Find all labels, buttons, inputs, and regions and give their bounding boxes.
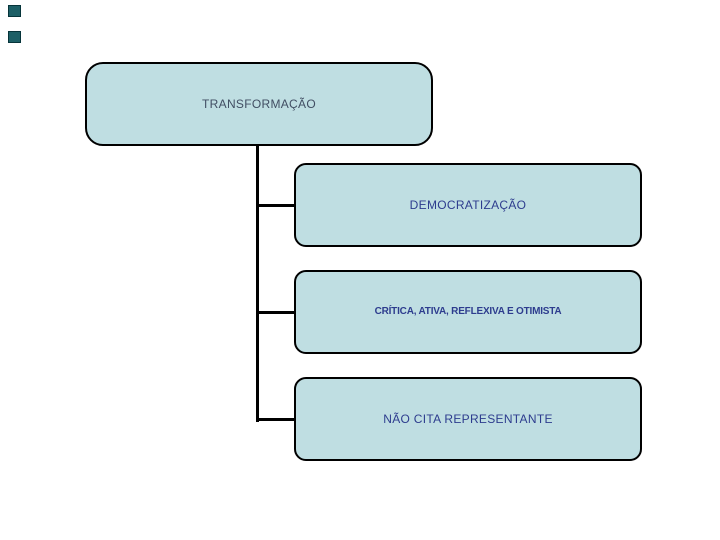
node-child-democratizacao: DEMOCRATIZAÇÃO: [294, 163, 642, 247]
node-child-nao-cita: NÃO CITA REPRESENTANTE: [294, 377, 642, 461]
node-child-critica: CRÍTICA, ATIVA, REFLEXIVA E OTIMISTA: [294, 270, 642, 354]
decorative-square-top: [8, 5, 21, 17]
connector-vertical-line: [256, 146, 259, 422]
connector-stub-1: [258, 204, 294, 207]
decorative-square-bottom: [8, 31, 21, 43]
node-child-label: CRÍTICA, ATIVA, REFLEXIVA E OTIMISTA: [374, 306, 562, 317]
connector-stub-2: [258, 311, 294, 314]
connector-stub-3: [258, 418, 294, 421]
node-child-label: DEMOCRATIZAÇÃO: [409, 197, 527, 212]
node-root-label: TRANSFORMAÇÃO: [202, 96, 316, 111]
node-root: TRANSFORMAÇÃO: [85, 62, 433, 146]
node-child-label: NÃO CITA REPRESENTANTE: [383, 411, 553, 426]
